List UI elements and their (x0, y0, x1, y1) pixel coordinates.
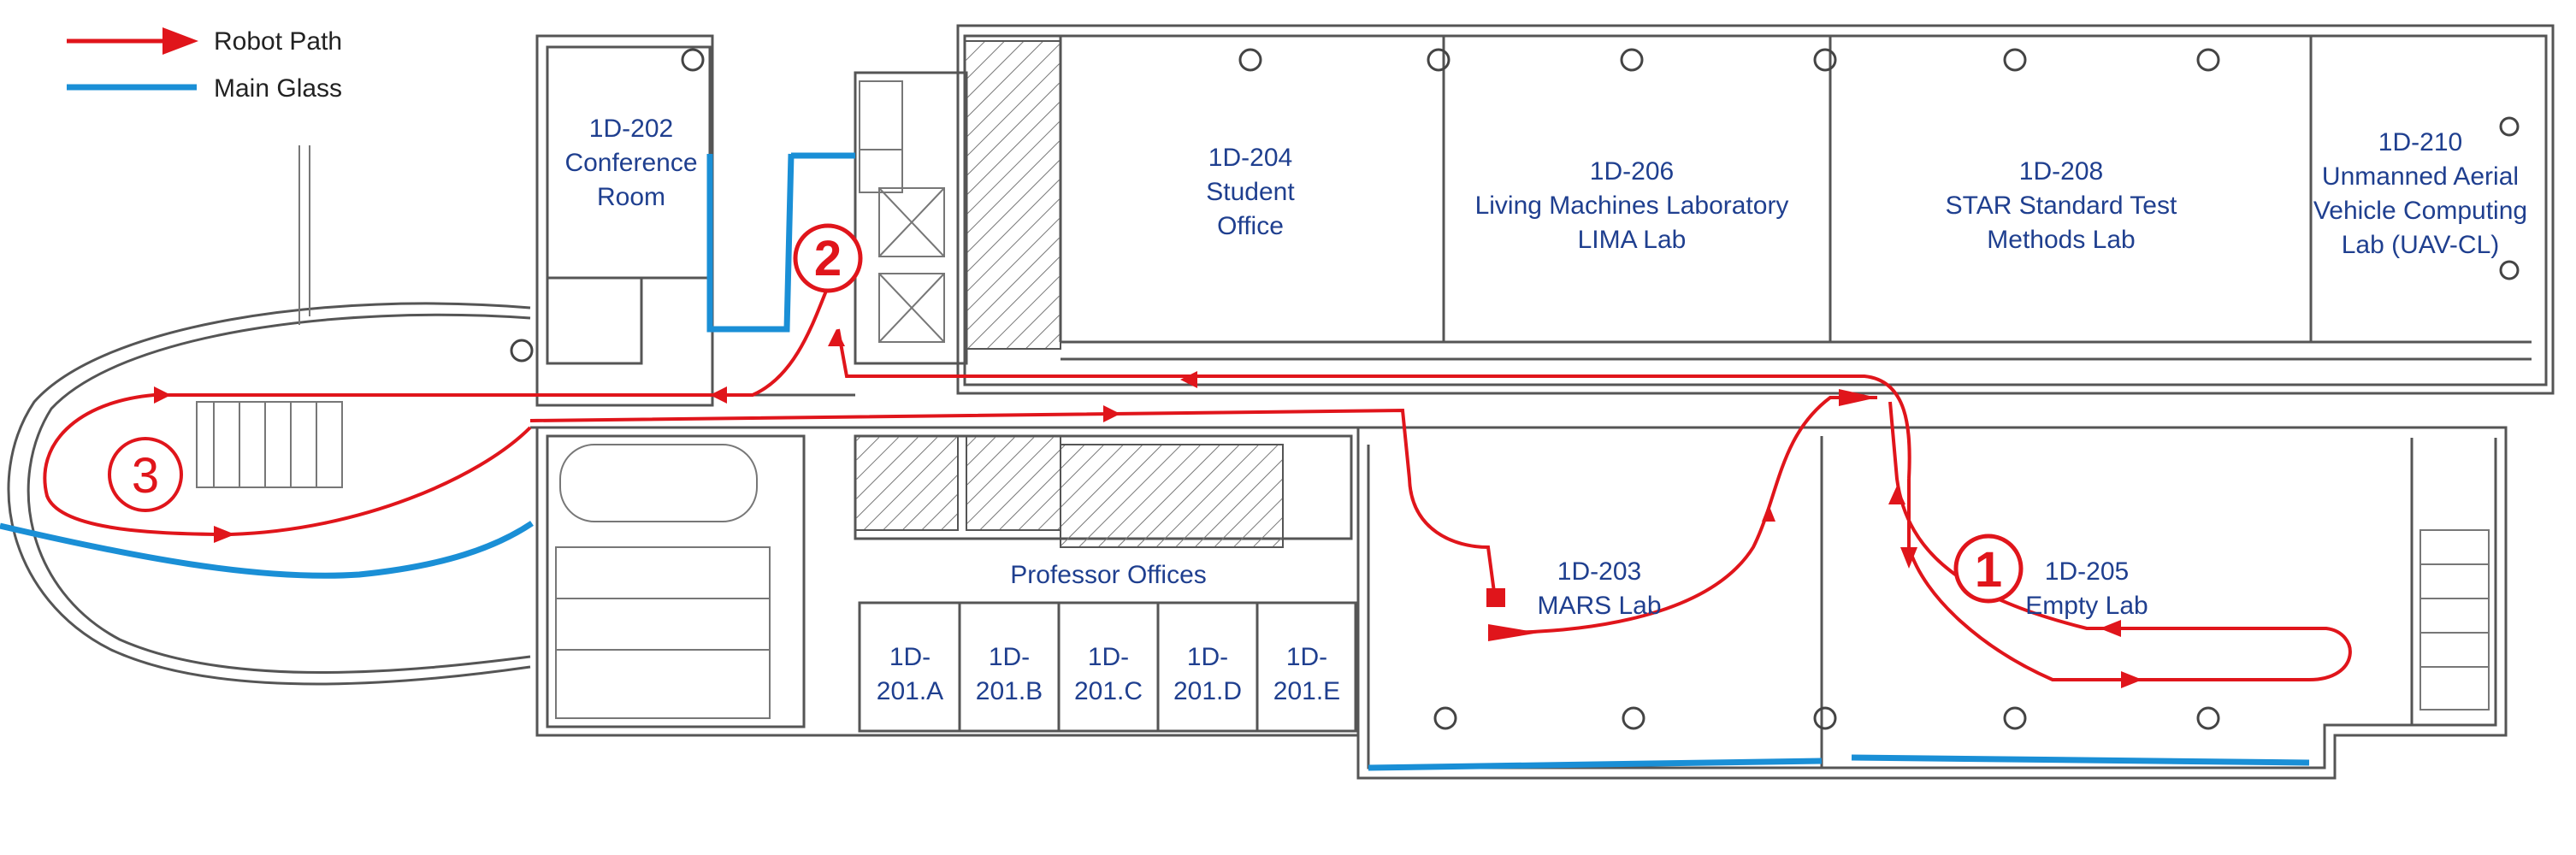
room-label-line: Room (597, 183, 665, 211)
room-label-line: 1D-204 (1208, 144, 1292, 172)
room-label-line: 1D-203 (1557, 557, 1641, 586)
room-206: 1D-206 Living Machines Laboratory LIMA L… (1475, 157, 1789, 254)
path-arrow-icon (1762, 504, 1775, 522)
robot-path (43, 281, 2352, 688)
path-arrow-icon (1900, 547, 1917, 569)
room-label-line: 1D-205 (2045, 557, 2129, 586)
robot-path-segment-empty-lab (1888, 401, 2352, 681)
room-label-line: 201.D (1173, 677, 1242, 705)
path-arrow-icon (1888, 486, 1905, 504)
robot-path-segment-corridor-north (530, 281, 831, 397)
room-210: 1D-210 Unmanned Aerial Vehicle Computing… (2313, 128, 2527, 259)
room-label-line: STAR Standard Test (1946, 192, 2177, 220)
room-label-line: Vehicle Computing (2313, 197, 2527, 225)
room-label-line: 1D-208 (2019, 157, 2103, 186)
path-arrow-icon (214, 526, 235, 543)
room-label-line: 1D-206 (1590, 157, 1674, 186)
south-glass-right (1851, 754, 2310, 766)
path-arrow-icon (1488, 624, 1539, 641)
room-label-line: 1D- (889, 643, 931, 671)
room-203: 1D-203 MARS Lab (1537, 557, 1661, 620)
room-label-line: Empty Lab (2025, 592, 2148, 620)
room-label-line: MARS Lab (1537, 592, 1661, 620)
path-arrow-icon (1839, 389, 1877, 406)
marker-1: 1 (1953, 534, 2024, 604)
main-glass (0, 152, 2310, 771)
columns (510, 48, 2520, 730)
room-label-line: 1D-210 (2378, 128, 2462, 156)
south-glass-left (1368, 758, 1823, 771)
path-arrow-icon (1103, 405, 1120, 422)
room-label-line: Living Machines Laboratory (1475, 192, 1789, 220)
marker-1-label: 1 (1975, 542, 2002, 598)
legend-main-glass-label: Main Glass (214, 74, 342, 103)
path-arrow-icon (2121, 671, 2142, 688)
room-204: 1D-204 Student Office (1206, 144, 1295, 240)
room-label-line: 1D- (1088, 643, 1129, 671)
room-label-line: 1D- (989, 643, 1030, 671)
room-label-line: 201.C (1074, 677, 1143, 705)
room-label-line: Lab (UAV-CL) (2342, 231, 2500, 259)
room-label-line: Methods Lab (1987, 226, 2135, 254)
path-arrow-icon (1180, 371, 1197, 388)
room-205: 1D-205 Empty Lab (2025, 557, 2148, 620)
atrium-glass (0, 521, 534, 579)
robot-path-segment-mars (1494, 396, 1877, 634)
room-label-line: Professor Offices (1010, 561, 1207, 589)
path-arrow-icon (2100, 620, 2121, 637)
room-label-line: Conference (564, 149, 697, 177)
legend: Robot Path Main Glass (67, 27, 342, 103)
robot-path-segment-corridor-lower (529, 408, 1497, 599)
room-201d: 1D- 201.D (1173, 643, 1242, 705)
robot-path-segment-corridor-upper (836, 328, 1911, 480)
path-arrow-icon (710, 386, 727, 404)
building-walls (7, 24, 2555, 780)
room-label-line: Unmanned Aerial (2322, 162, 2519, 191)
room-label-line: LIMA Lab (1578, 226, 1687, 254)
room-201a: 1D- 201.A (877, 643, 943, 705)
path-arrow-icon (828, 329, 845, 346)
marker-3-label: 3 (132, 448, 159, 504)
robot-path-legend-arrow-icon (162, 27, 198, 55)
room-label-line: 201.A (877, 677, 943, 705)
room-208: 1D-208 STAR Standard Test Methods Lab (1946, 157, 2177, 254)
room-label-line: Office (1217, 212, 1284, 240)
path-arrow-icon (154, 386, 171, 404)
marker-2: 2 (793, 223, 863, 293)
path-start-icon (1486, 588, 1505, 607)
room-201b: 1D- 201.B (976, 643, 1043, 705)
room-201e: 1D- 201.E (1273, 643, 1340, 705)
conference-glass (706, 152, 855, 333)
marker-3: 3 (108, 437, 183, 512)
professor-offices: Professor Offices (1010, 561, 1207, 589)
room-label-line: 201.B (976, 677, 1043, 705)
room-label-line: 1D- (1187, 643, 1228, 671)
marker-2-label: 2 (814, 231, 842, 286)
room-label-line: 1D-202 (589, 115, 673, 143)
robot-path-segment-atrium (43, 393, 532, 537)
room-label-line: 201.E (1273, 677, 1340, 705)
room-202: 1D-202 Conference Room (564, 115, 697, 211)
legend-robot-path-label: Robot Path (214, 27, 342, 56)
room-201c: 1D- 201.C (1074, 643, 1143, 705)
room-label-line: Student (1206, 178, 1295, 206)
room-label-line: 1D- (1286, 643, 1327, 671)
